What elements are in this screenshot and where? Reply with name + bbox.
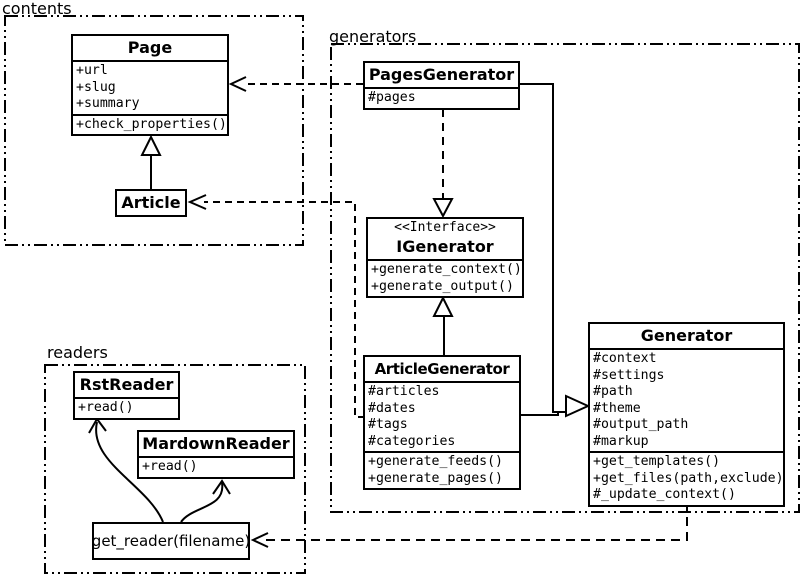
arrowhead-extends-generator (565, 394, 591, 418)
edge-getreader-to-mardownreader (180, 482, 224, 523)
arrowhead-generator-uses-getreader (250, 532, 269, 548)
edge-pagesgenerator-extends-generator (520, 83, 567, 413)
class-igenerator-stereotype: <<Interface>> (394, 220, 496, 235)
class-igenerator-header: <<Interface>> IGenerator (368, 219, 522, 259)
class-generator-attributes: #context #settings #path #theme #output_… (590, 348, 783, 451)
class-rst-reader: RstReader +read() (73, 371, 180, 420)
package-readers-label: readers (47, 343, 108, 362)
class-pages-generator: PagesGenerator #pages (363, 61, 520, 110)
class-igenerator: <<Interface>> IGenerator +generate_conte… (366, 217, 524, 298)
class-mardown-reader-methods: +read() (139, 456, 293, 477)
class-rst-reader-title: RstReader (79, 375, 174, 394)
class-page-attributes: +url +slug +summary (73, 60, 227, 114)
function-get-reader: get_reader(filename) (92, 522, 250, 560)
package-generators-border (330, 43, 800, 513)
edge-articlegenerator-uses-article (204, 201, 365, 418)
edge-getreader-to-rstreader (95, 421, 164, 523)
class-article-title: Article (121, 193, 181, 212)
class-article-generator-title: ArticleGenerator (374, 360, 510, 378)
class-rst-reader-methods: +read() (75, 397, 178, 418)
edge-articlegenerator-extends-generator (521, 412, 559, 416)
class-article-generator: ArticleGenerator #articles #dates #tags … (363, 355, 521, 490)
arrowhead-articlegenerator-uses-article (187, 194, 207, 210)
class-article: Article (115, 189, 187, 217)
arrowhead-pagesgenerator-implements-igenerator (432, 198, 454, 219)
edge-generator-uses-getreader (264, 502, 688, 541)
package-contents-border (4, 15, 304, 246)
class-pages-generator-title: PagesGenerator (368, 65, 515, 84)
arrowhead-pagesgenerator-uses-page (228, 76, 247, 92)
package-readers-border (44, 364, 306, 574)
arrowhead-getreader-to-mardownreader (212, 479, 231, 495)
class-page-methods: +check_properties() (73, 113, 227, 135)
function-get-reader-label: get_reader(filename) (91, 532, 251, 550)
class-article-generator-methods: +generate_feeds() +generate_pages() (365, 451, 519, 488)
class-generator-methods: +get_templates() +get_files(path,exclude… (590, 451, 784, 505)
class-generator: Generator #context #settings #path #them… (588, 322, 785, 507)
class-mardown-reader-title: MardownReader (142, 434, 290, 453)
arrowhead-article-extends-page (140, 134, 162, 156)
class-page: Page +url +slug +summary +check_properti… (71, 34, 229, 136)
arrowhead-articlegenerator-extends-igenerator (432, 295, 454, 317)
class-page-title: Page (127, 38, 173, 57)
package-contents-label: contents (2, 0, 72, 18)
class-igenerator-methods: +generate_context() +generate_output() (368, 259, 522, 296)
class-igenerator-title: IGenerator (396, 237, 494, 256)
arrowhead-getreader-to-rstreader (88, 417, 107, 434)
class-generator-title: Generator (640, 326, 733, 345)
class-pages-generator-attributes: #pages (365, 87, 518, 108)
class-article-generator-attributes: #articles #dates #tags #categories (365, 381, 519, 451)
package-generators-label: generators (329, 27, 417, 46)
class-mardown-reader: MardownReader +read() (137, 430, 295, 479)
